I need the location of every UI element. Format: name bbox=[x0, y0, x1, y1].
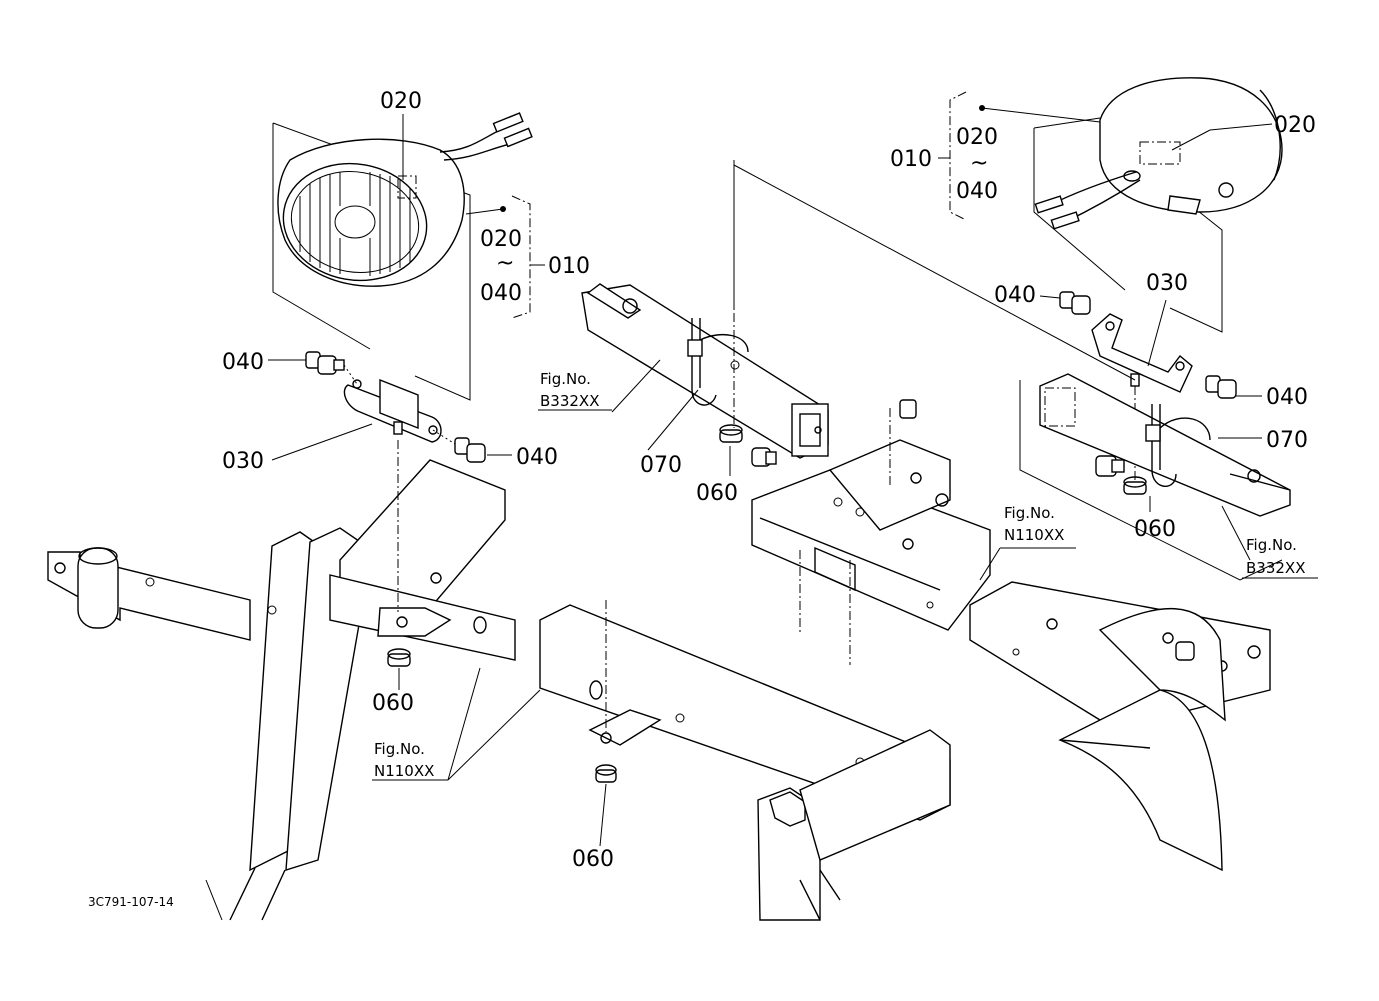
label-right-clamp-070: 070 bbox=[1266, 428, 1308, 453]
label-right-nut-060: 060 bbox=[1134, 517, 1176, 542]
label-right-set-010: 010 bbox=[890, 147, 932, 172]
label-right-bracket-030: 030 bbox=[1146, 271, 1188, 296]
label-left-fig-number: N110XX bbox=[374, 762, 434, 780]
left-frame bbox=[47, 440, 951, 921]
right-work-lamp bbox=[979, 77, 1283, 333]
label-left-lamp-020: 020 bbox=[380, 89, 422, 114]
center-bar-assembly bbox=[581, 160, 829, 467]
drawing-code: 3C791-107-14 bbox=[88, 895, 174, 909]
label-right-range-end: 040 bbox=[956, 179, 998, 204]
center-frame bbox=[751, 399, 991, 665]
label-right-frame-fig-number: N110XX bbox=[1004, 526, 1064, 544]
label-right-lamp-020: 020 bbox=[1274, 113, 1316, 138]
label-left-fig: Fig.No. bbox=[374, 740, 425, 758]
label-left-nut-060: 060 bbox=[372, 691, 414, 716]
label-right-frame-fig: Fig.No. bbox=[1004, 504, 1055, 522]
leader-lines bbox=[268, 114, 1318, 847]
label-center-fig-number: B332XX bbox=[540, 392, 599, 410]
label-right-bar-fig-number: B332XX bbox=[1246, 559, 1305, 577]
label-left-range-tilde: ~ bbox=[496, 251, 514, 276]
part-labels: 020 020 ~ 040 010 040 030 040 060 060 Fi… bbox=[88, 89, 1316, 909]
label-left-set-010: 010 bbox=[548, 254, 590, 279]
label-left-range-start: 020 bbox=[480, 227, 522, 252]
label-right-bolt-040: 040 bbox=[994, 283, 1036, 308]
range-brackets bbox=[511, 91, 967, 319]
right-bar-assembly bbox=[1019, 373, 1291, 581]
label-right-bar-fig: Fig.No. bbox=[1246, 536, 1297, 554]
label-right-range-tilde: ~ bbox=[970, 151, 988, 176]
label-center-clamp-070: 070 bbox=[640, 453, 682, 478]
label-left-bracket-030: 030 bbox=[222, 449, 264, 474]
label-left-bolt-040-right: 040 bbox=[516, 445, 558, 470]
left-bracket-assembly bbox=[305, 351, 486, 463]
assembly-line bbox=[733, 164, 1136, 381]
label-left-range-end: 040 bbox=[480, 281, 522, 306]
label-lower-nut-060: 060 bbox=[572, 847, 614, 872]
label-center-fig: Fig.No. bbox=[540, 370, 591, 388]
left-work-lamp bbox=[272, 112, 533, 401]
right-frame bbox=[969, 581, 1271, 872]
label-right-range-start: 020 bbox=[956, 125, 998, 150]
label-right-bolt-040-lower: 040 bbox=[1266, 385, 1308, 410]
label-center-nut-060: 060 bbox=[696, 481, 738, 506]
label-left-bolt-040: 040 bbox=[222, 350, 264, 375]
